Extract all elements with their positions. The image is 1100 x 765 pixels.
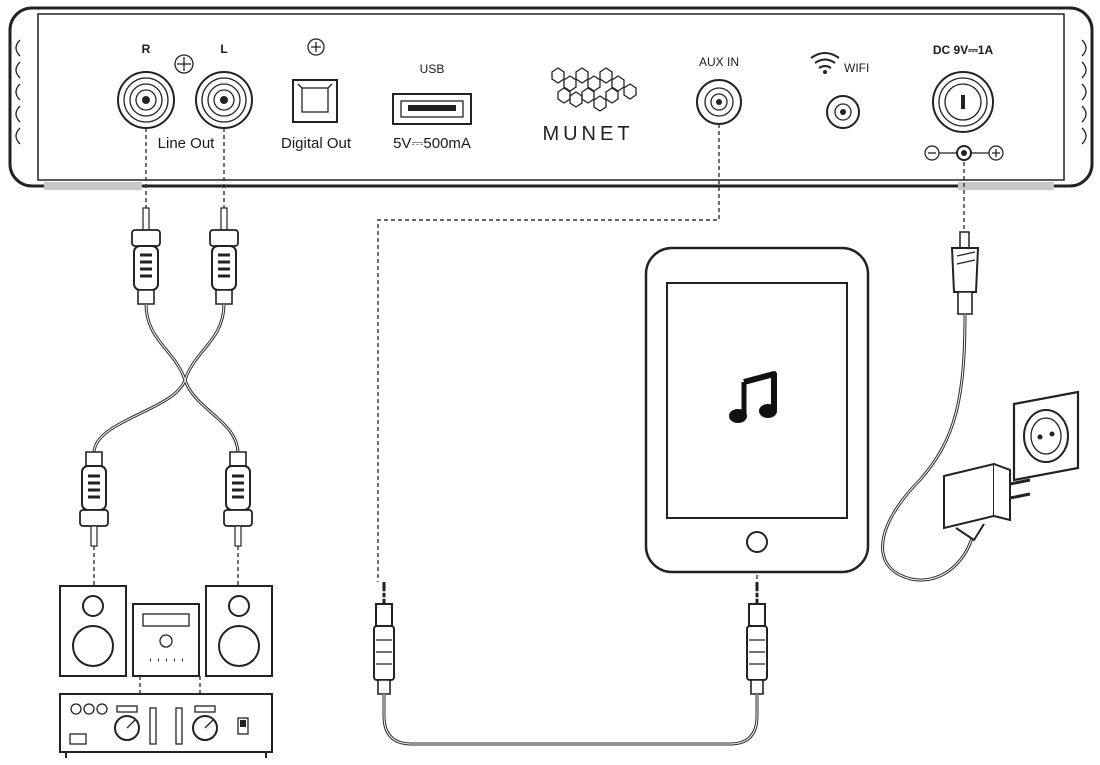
music-note-icon	[729, 371, 777, 423]
munet-logo: MUNET	[542, 67, 637, 145]
device-rear-panel: R L Line Out Digital Out USB 5V⎓500mA	[8, 6, 1094, 190]
rca-cable-assembly	[79, 128, 253, 586]
speaker-left	[59, 585, 127, 677]
right-grip	[1081, 39, 1087, 145]
dc-in-jack	[932, 71, 994, 133]
wifi-label: WIFI	[844, 61, 869, 75]
usb-rating-label: 5V⎓500mA	[393, 135, 471, 152]
cd-receiver	[132, 603, 200, 677]
aux-in-label: AUX IN	[699, 55, 739, 69]
line-out-l-label: L	[220, 42, 227, 56]
power-adapter-plug	[943, 462, 1031, 542]
rca-plug-bottom-r	[79, 451, 109, 547]
rca-plug-top-r	[131, 207, 161, 305]
left-grip	[15, 39, 21, 145]
device-foot-right	[958, 182, 1054, 190]
usb-label: USB	[420, 62, 445, 76]
digital-out-label: Digital Out	[281, 135, 352, 152]
dc-plug	[950, 231, 980, 315]
amplifier	[59, 693, 273, 758]
line-out-r-label: R	[142, 42, 151, 56]
wall-socket	[1012, 390, 1080, 482]
power-adapter-assembly	[881, 162, 1080, 582]
wifi-icon	[810, 52, 840, 74]
usb-port	[392, 93, 472, 125]
wifi-antenna-connector	[826, 95, 860, 129]
dc-polarity-icon	[924, 145, 1004, 161]
rca-plug-top-l	[209, 207, 239, 305]
line-out-label: Line Out	[158, 135, 216, 152]
speaker-right	[205, 585, 273, 677]
device-foot-left	[44, 182, 142, 190]
rca-plug-bottom-l	[223, 451, 253, 547]
stereo-system	[59, 585, 273, 758]
aux-plug-left	[373, 582, 395, 695]
aux-cable-assembly	[373, 124, 768, 746]
ground-screw-icon	[174, 54, 194, 74]
tablet	[644, 246, 870, 574]
dc-in-label: DC 9V⎓1A	[933, 43, 994, 57]
digital-out-symbol-icon	[307, 38, 325, 56]
digital-out-port	[292, 79, 338, 123]
aux-plug-right	[746, 582, 768, 695]
tablet-home-button	[746, 531, 768, 553]
brand-logo-text: MUNET	[542, 123, 633, 145]
